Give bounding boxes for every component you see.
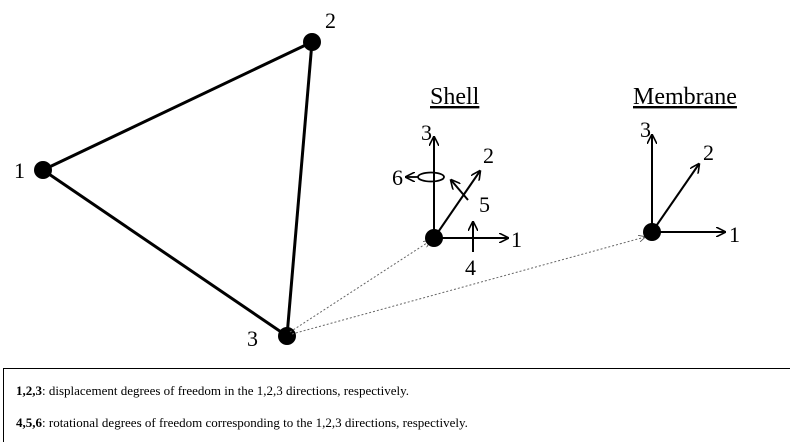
node-1: [34, 161, 52, 179]
shell-heading: Shell: [430, 84, 480, 110]
leader-lines: [289, 237, 645, 335]
node-2: [303, 33, 321, 51]
legend-text-rotational: : rotational degrees of freedom correspo…: [42, 415, 468, 430]
shell-dof: Shell 1 2 3 4 5 6: [392, 84, 522, 280]
shell-axis-3-label: 3: [421, 120, 432, 145]
triangle-element: 1 2 3: [14, 8, 336, 351]
membrane-axis-2-arrow: [651, 164, 699, 233]
leader-to-shell: [289, 241, 430, 333]
membrane-axis-2-label: 2: [703, 140, 714, 165]
legend-key-displacement: 1,2,3: [16, 383, 42, 398]
shell-rotation-6-label: 6: [392, 165, 403, 190]
membrane-dof: Membrane 1 2 3: [633, 84, 740, 247]
membrane-heading: Membrane: [633, 84, 737, 110]
shell-axis-1-label: 1: [511, 227, 522, 252]
shell-rotation-5-label: 5: [479, 192, 490, 217]
legend-text-displacement: : displacement degrees of freedom in the…: [42, 383, 410, 398]
edge-1-2: [42, 40, 313, 172]
edge-3-1: [42, 168, 288, 338]
node-1-label: 1: [14, 158, 25, 183]
shell-node: [425, 229, 443, 247]
membrane-axis-1-label: 1: [729, 222, 740, 247]
node-2-label: 2: [325, 8, 336, 33]
shell-rotation-6-loop: [417, 171, 445, 183]
legend-box: 1,2,3: displacement degrees of freedom i…: [3, 368, 790, 442]
membrane-node: [643, 223, 661, 241]
shell-rotation-5-arrow: [451, 180, 469, 201]
node-3-label: 3: [247, 326, 258, 351]
edge-2-3: [285, 41, 314, 337]
shell-axis-2-arrow: [433, 171, 480, 239]
leader-to-membrane: [291, 237, 645, 335]
legend-line-rotational: 4,5,6: rotational degrees of freedom cor…: [16, 415, 468, 431]
legend-key-rotational: 4,5,6: [16, 415, 42, 430]
shell-axis-2-label: 2: [483, 143, 494, 168]
shell-rotation-4-label: 4: [465, 255, 476, 280]
membrane-axis-3-label: 3: [640, 117, 651, 142]
legend-line-displacement: 1,2,3: displacement degrees of freedom i…: [16, 383, 409, 399]
